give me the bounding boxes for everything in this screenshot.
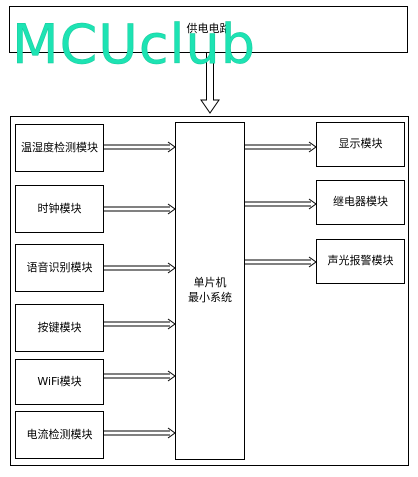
input-arrow-1 xyxy=(104,141,176,153)
power-supply-box: 供电电路 xyxy=(9,6,408,53)
input-module-label: 时钟模块 xyxy=(37,201,82,215)
output-module-alarm: 声光报警模块 xyxy=(316,239,405,284)
input-module-current: 电流检测模块 xyxy=(15,411,104,459)
output-module-display: 显示模块 xyxy=(316,122,405,167)
input-module-clock: 时钟模块 xyxy=(15,185,104,233)
mcu-box: 单片机 最小系统 xyxy=(175,122,245,460)
power-arrow xyxy=(200,53,220,114)
mcu-label: 单片机 最小系统 xyxy=(188,276,232,304)
input-module-voice: 语音识别模块 xyxy=(15,244,104,292)
input-module-label: WiFi模块 xyxy=(37,374,82,388)
input-module-label: 语音识别模块 xyxy=(26,260,93,274)
mcuclub-watermark: MCUclub xyxy=(12,13,257,76)
output-arrow-3 xyxy=(245,256,317,268)
output-module-label: 声光报警模块 xyxy=(327,254,394,268)
input-module-keys: 按键模块 xyxy=(15,304,104,352)
output-module-label: 继电器模块 xyxy=(333,195,388,209)
input-arrow-4 xyxy=(104,318,176,330)
input-module-label: 温湿度检测模块 xyxy=(21,140,98,154)
input-arrow-5 xyxy=(104,370,176,382)
input-module-label: 电流检测模块 xyxy=(26,427,93,441)
input-arrow-2 xyxy=(104,203,176,215)
output-module-label: 显示模块 xyxy=(338,137,383,151)
system-frame xyxy=(10,116,409,466)
output-arrow-1 xyxy=(245,141,317,153)
input-module-temp-humidity: 温湿度检测模块 xyxy=(15,124,104,172)
input-arrow-3 xyxy=(104,262,176,274)
input-module-label: 按键模块 xyxy=(37,320,82,334)
input-arrow-6 xyxy=(104,427,176,439)
power-supply-label: 供电电路 xyxy=(186,22,231,36)
output-arrow-2 xyxy=(245,198,317,210)
output-module-relay: 继电器模块 xyxy=(316,180,405,225)
input-module-wifi: WiFi模块 xyxy=(15,359,104,405)
